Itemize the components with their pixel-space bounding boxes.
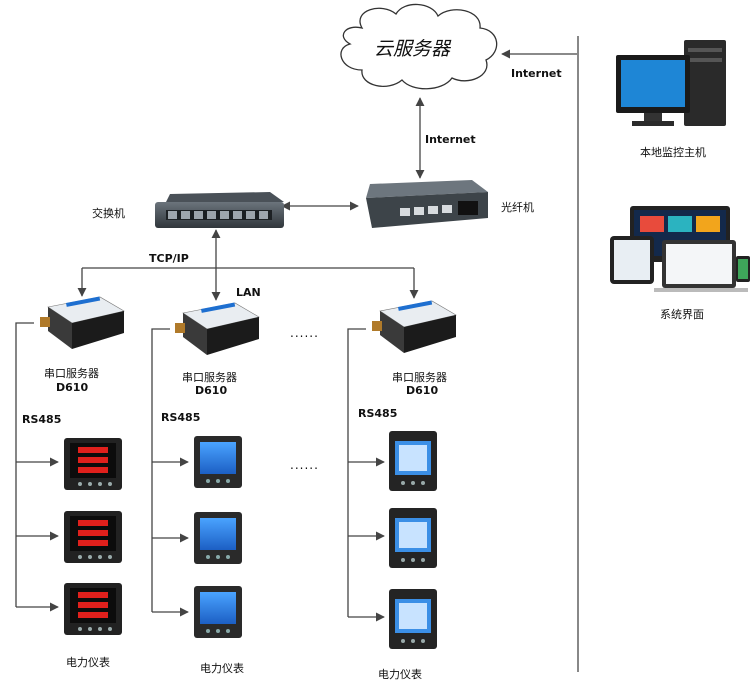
lan-label: LAN (236, 286, 261, 299)
server-3-name: 串口服务器 (392, 371, 447, 384)
power-meter-led-icon (64, 511, 122, 563)
power-meter-led-icon (64, 438, 122, 490)
power-meter-led-icon (64, 583, 122, 635)
switch-label: 交换机 (92, 207, 125, 220)
meter-label-1: 电力仪表 (66, 656, 110, 669)
desktop-computer-icon (616, 40, 726, 126)
serial-server-icon (40, 296, 125, 349)
internet-label-right: Internet (511, 67, 562, 80)
cloud-label: 云服务器 (374, 38, 451, 60)
switch-icon (155, 192, 284, 228)
rs485-label-3: RS485 (358, 407, 398, 420)
rs485-bus-1 (15, 322, 59, 612)
power-meter-digital-icon (389, 589, 437, 649)
serial-server-icon (175, 302, 260, 355)
server-1-model: D610 (56, 381, 89, 394)
power-meter-digital-icon (389, 508, 437, 568)
serial-server-icon (372, 300, 457, 353)
server-2-name: 串口服务器 (182, 371, 237, 384)
fiber-converter-label: 光纤机 (501, 201, 534, 214)
rs485-label-1: RS485 (22, 413, 62, 426)
rs485-bus-2 (151, 328, 189, 617)
rs485-label-2: RS485 (161, 411, 201, 424)
tcpip-label: TCP/IP (149, 252, 189, 265)
system-ui-devices-icon (610, 206, 750, 292)
system-ui-label: 系统界面 (660, 308, 704, 321)
power-meter-lcd-icon (194, 512, 242, 564)
rs485-bus-3 (347, 328, 385, 622)
server-2-model: D610 (195, 384, 228, 397)
fiber-converter-icon (366, 180, 488, 228)
meter-label-2: 电力仪表 (200, 662, 244, 675)
meter-label-3: 电力仪表 (378, 668, 422, 681)
power-meter-digital-icon (389, 431, 437, 491)
ellipsis-servers: ...... (290, 326, 319, 340)
server-3-model: D610 (406, 384, 439, 397)
local-host-label: 本地监控主机 (640, 146, 706, 159)
cloud-server-icon (340, 3, 498, 90)
power-meter-lcd-icon (194, 436, 242, 488)
internet-label-down: Internet (425, 133, 476, 146)
server-1-name: 串口服务器 (44, 367, 99, 380)
ellipsis-meters: ...... (290, 458, 319, 472)
power-meter-lcd-icon (194, 586, 242, 638)
